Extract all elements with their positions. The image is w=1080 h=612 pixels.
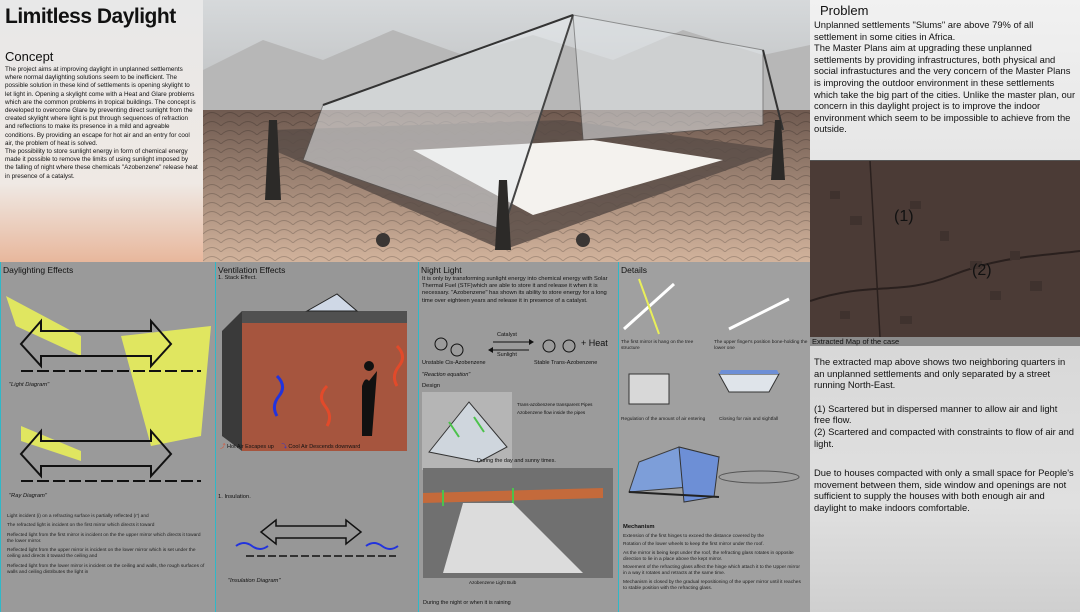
detail-caption-4: Closing for rain and sightfall [719,417,779,422]
daylighting-heading: Daylighting Effects [3,265,74,275]
ray-diagram-label: "Ray Diagram" [9,493,47,499]
insulation-subheading: 1. Insulation. [218,494,251,500]
cool-air-icon: ⤵ [281,444,287,450]
daylighting-note: The refracted light is incident on the f… [7,523,155,529]
night-light-heading: Night Light [421,265,462,275]
detail-caption-3: Regulation of the amount of air entering [621,417,706,422]
problem-text: Unplanned settlements "Slums" are above … [814,19,1076,135]
reaction-equation: Catalyst Sunlight + Heat Unstable Cis-Az… [419,332,619,370]
reaction-equation-label: "Reaction equation" [422,372,471,378]
stack-effect-illustration [222,293,407,451]
light-diagram-illustration [6,296,211,482]
azobenzene-reaction-illustration [434,337,576,357]
extracted-p1: The extracted map above shows two neighb… [814,356,1066,391]
mechanism-step: As the mirror is being kept under the ro… [623,550,794,562]
insulation-diagram-label: "Insulation Diagram" [228,578,281,584]
mechanism-illustration [628,446,800,503]
hot-air-icon: ⤴ [220,444,226,450]
mechanism-heading: Mechanism [623,524,655,530]
extracted-map: (1) (2) [809,160,1080,338]
design-day-illustration [422,392,512,470]
daylighting-note: Reflected light from the upper mirror is… [7,548,196,560]
settlement-map-illustration [809,160,1080,338]
catalyst-label: Catalyst [497,332,517,338]
hero-render [203,0,810,262]
daylighting-notes: Light incident (i) on a refracting surfa… [7,514,207,576]
concept-panel: Limitless Daylight Concept The project a… [0,0,203,262]
extracted-p4: Due to houses compacted with only a smal… [814,467,1074,513]
details-illustrations [622,278,790,405]
mechanism-step: Movement of the refracting glass affect … [623,565,800,577]
extracted-p3: (2) Scartered and compacted with constra… [814,425,1075,449]
design-legend-1: Trans-azobenzene transparent Pipes [517,402,593,407]
map-label-2: (2) [972,262,992,279]
details-heading: Details [621,265,647,275]
daylighting-panel: Daylighting Effects "Light Diagram" "Ray… [0,262,215,612]
insulation-diagram-illustration [235,518,399,557]
ventilation-panel: Ventilation Effects 1. Stack Effect. ⤴ H… [215,262,418,612]
ventilation-heading: Ventilation Effects [218,265,286,275]
daylighting-note: Reflected light from the first mirror is… [7,532,201,544]
mechanism-step: Mechanism is closed by the gradual repos… [623,579,801,592]
daylighting-note: Light incident (i) on a refracting surfa… [7,514,149,519]
details-panel: Details The first mirror is hang on the … [618,262,810,612]
daylighting-note: Reflected light from the lower mirror is… [7,563,205,576]
cis-azobenzene-label: Unstable Cis-Azobenzene [422,360,486,366]
concept-text: The project aims at improving daylight i… [5,66,196,147]
detail-caption-2: The upper finger's position bone-holding… [714,340,808,352]
extracted-map-text: The extracted map above shows two neighb… [810,346,1080,612]
map-label-1: (1) [894,208,914,225]
mechanism-step: Extension of the first hinges to exceed … [623,534,765,539]
heat-label: + Heat [581,338,608,348]
concept-heading: Concept [5,49,54,64]
design-heading: Design [422,383,441,389]
mechanism-steps: Extension of the first hinges to exceed … [623,534,803,592]
night-caption: During the night or when it is raining [423,600,511,606]
light-diagram-label: "Light Diagram" [9,382,50,388]
cool-air-label: Cool Air Descends downward [288,444,361,450]
detail-caption-1: The first mirror is hang on the tree str… [621,340,694,352]
trans-azobenzene-label: Stable Trans-Azobenzene [534,360,598,366]
map-caption: Extracted Map of the case [812,337,900,346]
skylight-render-illustration [203,0,810,262]
night-light-text: It is only by transforming sunlight ener… [422,276,608,304]
design-legend-2: Azobenzene flow inside the pipes [517,410,586,415]
ventilation-legend: ⤴ Hot Air Escapes up ⤵ Cool Air Descends… [220,442,420,450]
hot-air-label: Hot Air Escapes up [227,444,274,450]
poster-title: Limitless Daylight [5,5,176,28]
azobenzene-bulb-label: Azobenzene Light Bulb [469,580,517,585]
night-light-panel: Night Light It is only by transforming s… [418,262,618,612]
problem-panel: Problem Unplanned settlements "Slums" ar… [810,0,1080,160]
stack-effect-subheading: 1. Stack Effect. [218,275,257,281]
mechanism-step: Rotation of the lower wheels to keep the… [623,542,764,548]
design-night-illustration [423,468,613,578]
concept-text-2: The possibility to store sunlight energy… [5,148,198,180]
extracted-p2: (1) Scartered but in dispersed manner to… [814,402,1058,426]
day-caption: During the day and sunny times. [477,458,556,464]
sunlight-label: Sunlight [497,352,517,358]
problem-heading: Problem [820,3,869,18]
